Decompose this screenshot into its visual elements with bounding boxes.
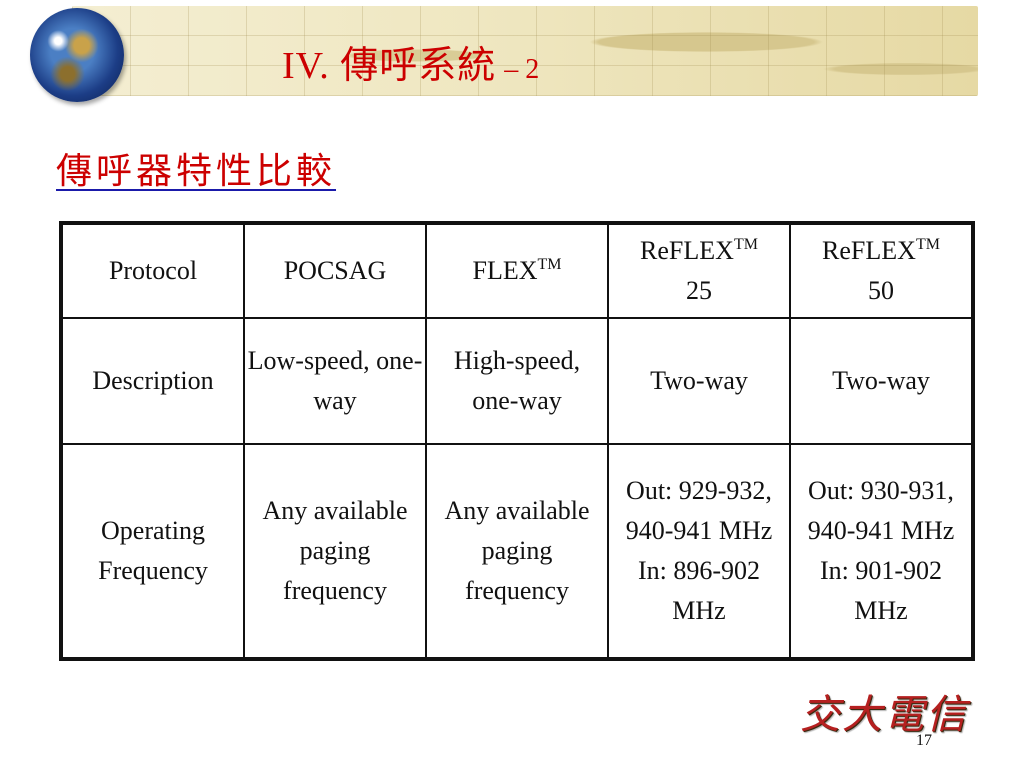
title-banner [72, 6, 978, 96]
slide-subtitle: 傳呼器特性比較 [56, 151, 337, 191]
slide-title: IV. 傳呼系統– 2 [282, 34, 540, 87]
table-cell: Out: 929-932, 940-941 MHz In: 896-902 MH… [609, 445, 789, 657]
table-row: Operating Frequency Any available paging… [63, 445, 971, 657]
table-cell: Two-way [791, 319, 971, 443]
slide-title-suffix: – 2 [504, 54, 540, 85]
header-cell-pocsag: POCSAG [245, 225, 425, 317]
slide-title-main: IV. 傳呼系統 [282, 45, 497, 87]
header-cell-flex: FLEXTM [427, 225, 607, 317]
row-label-operating-frequency: Operating Frequency [63, 445, 243, 657]
table-cell: Two-way [609, 319, 789, 443]
row-label-description: Description [63, 319, 243, 443]
table-cell: High-speed, one-way [427, 319, 607, 443]
table-cell: Out: 930-931, 940-941 MHz In: 901-902 MH… [791, 445, 971, 657]
table-cell: Any available paging frequency [245, 445, 425, 657]
globe-icon [30, 8, 124, 102]
header-cell-protocol: Protocol [63, 225, 243, 317]
page-number: 17 [916, 732, 932, 749]
table-row: Description Low-speed, one-way High-spee… [63, 319, 971, 443]
table-cell: Low-speed, one-way [245, 319, 425, 443]
university-logo: 交大電信 [800, 692, 968, 738]
table-cell: Any available paging frequency [427, 445, 607, 657]
